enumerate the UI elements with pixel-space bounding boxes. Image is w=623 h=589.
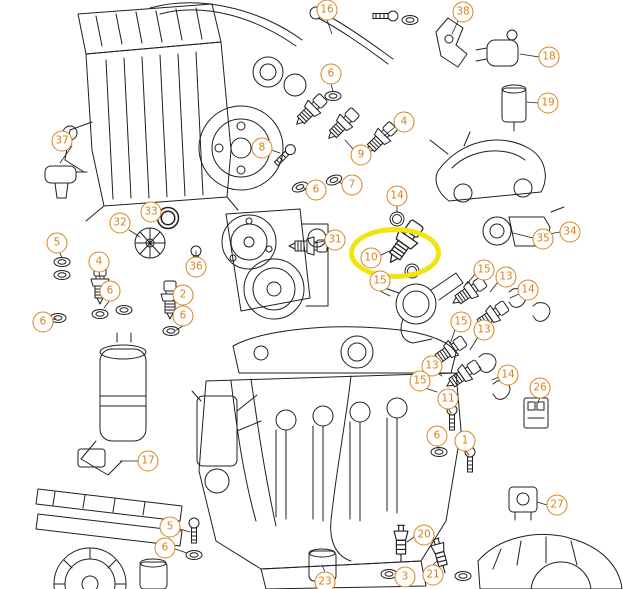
callout-6[interactable]: 6: [99, 280, 121, 302]
callout-37[interactable]: 37: [51, 130, 73, 152]
crank-pulley-art: [53, 547, 168, 589]
callout-23[interactable]: 23: [314, 571, 336, 589]
reservoir-19-art: [501, 84, 527, 132]
callout-15[interactable]: 15: [409, 370, 431, 392]
callout-18[interactable]: 18: [538, 46, 560, 68]
valve-37-art: [44, 165, 88, 199]
switch-27-art: [508, 486, 538, 521]
callout-10-highlighted[interactable]: 10: [360, 247, 382, 269]
callout-6[interactable]: 6: [32, 311, 54, 333]
callout-8[interactable]: 8: [251, 137, 273, 159]
callout-6[interactable]: 6: [154, 537, 176, 559]
callout-14[interactable]: 14: [386, 185, 408, 207]
callout-6[interactable]: 6: [426, 425, 448, 447]
callout-5[interactable]: 5: [159, 516, 181, 538]
callout-32[interactable]: 32: [109, 212, 131, 234]
callout-38[interactable]: 38: [452, 1, 474, 23]
callout-6[interactable]: 6: [172, 305, 194, 327]
callout-4[interactable]: 4: [393, 111, 415, 133]
callout-13[interactable]: 13: [421, 355, 443, 377]
mount-rails-art: [35, 488, 183, 547]
callout-34[interactable]: 34: [559, 221, 581, 243]
callout-6[interactable]: 6: [305, 179, 327, 201]
callout-27[interactable]: 27: [546, 494, 568, 516]
gearbox-art: [477, 534, 623, 589]
callout-13[interactable]: 13: [495, 266, 517, 288]
callout-21[interactable]: 21: [422, 564, 444, 586]
callout-5[interactable]: 5: [46, 232, 68, 254]
coolant-flange-art: [381, 272, 464, 344]
callout-14[interactable]: 14: [497, 364, 519, 386]
callout-19[interactable]: 19: [537, 92, 559, 114]
solenoid-valve-18-art: [475, 29, 519, 67]
callout-1[interactable]: 1: [454, 430, 476, 452]
callout-11[interactable]: 11: [437, 388, 459, 410]
callout-33[interactable]: 33: [140, 201, 162, 223]
thermostat-art: [134, 206, 202, 272]
callout-3[interactable]: 3: [394, 566, 416, 588]
callout-16[interactable]: 16: [316, 0, 338, 21]
callout-15[interactable]: 15: [450, 311, 472, 333]
callout-4[interactable]: 4: [88, 251, 110, 273]
callout-13[interactable]: 13: [473, 319, 495, 341]
fuel-filter-art: [77, 332, 147, 476]
bracket-38-art: [372, 10, 468, 68]
callout-26[interactable]: 26: [529, 377, 551, 399]
callout-9[interactable]: 9: [350, 144, 372, 166]
callout-35[interactable]: 35: [532, 228, 554, 250]
callout-14[interactable]: 14: [517, 279, 539, 301]
callout-17[interactable]: 17: [137, 450, 159, 472]
callout-31[interactable]: 31: [324, 229, 346, 251]
callout-6[interactable]: 6: [320, 63, 342, 85]
car-body-sketch-art: [429, 131, 546, 203]
engine-block-bottom-art: [191, 326, 462, 589]
callout-15[interactable]: 15: [369, 270, 391, 292]
callout-7[interactable]: 7: [341, 174, 363, 196]
callout-2[interactable]: 2: [172, 284, 194, 306]
callout-36[interactable]: 36: [185, 256, 207, 278]
callout-20[interactable]: 20: [413, 524, 435, 546]
callout-15[interactable]: 15: [473, 259, 495, 281]
